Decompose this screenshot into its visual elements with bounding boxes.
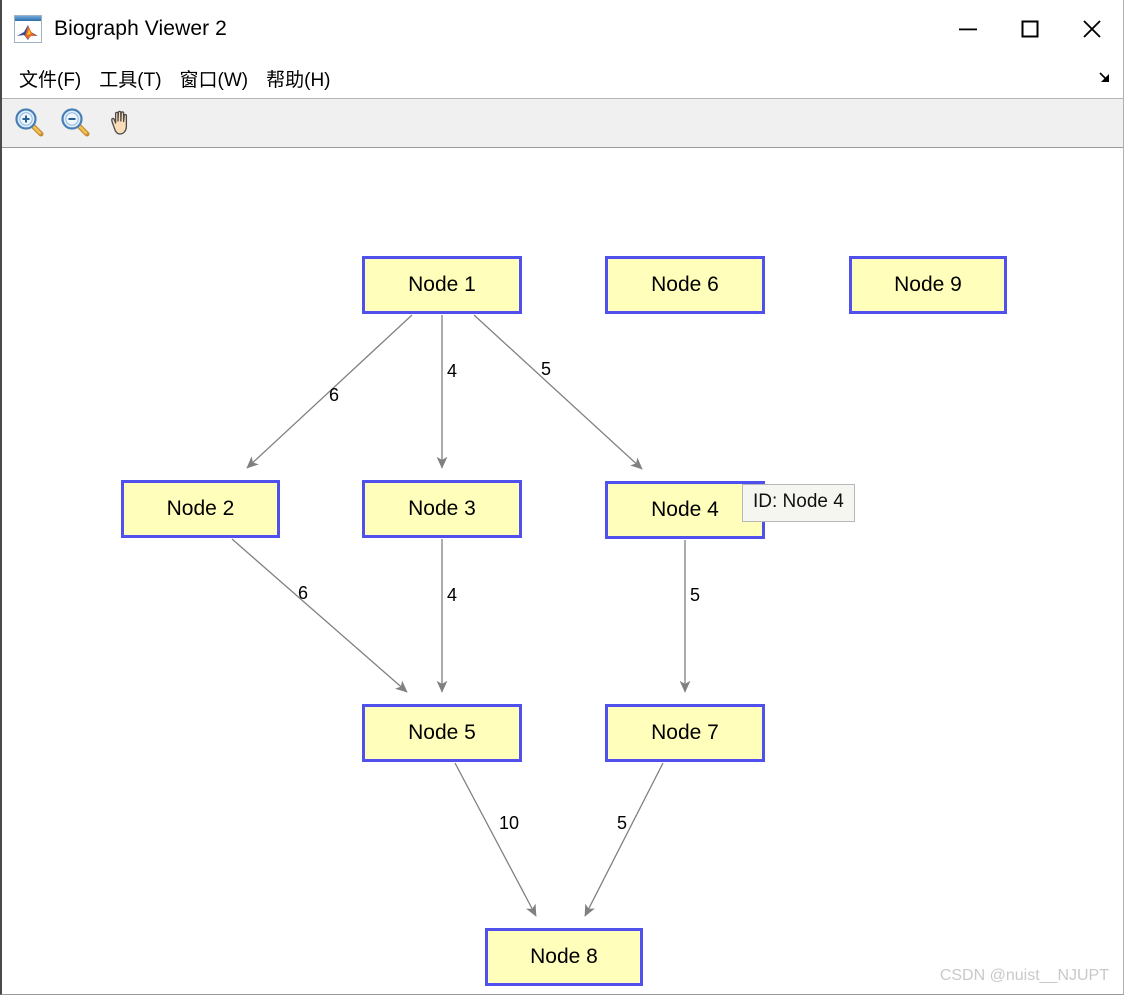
edge-label-node1-node3: 4 — [447, 361, 458, 381]
menu-file[interactable]: 文件(F) — [19, 69, 82, 91]
watermark: CSDN @nuist__NJUPT — [939, 967, 1109, 984]
maximize-button[interactable] — [999, 0, 1061, 58]
zoom-in-icon — [15, 108, 44, 137]
graph-edges — [231, 314, 691, 917]
graph-node-2[interactable]: Node 2 — [121, 480, 280, 538]
zoom-in-button[interactable] — [10, 103, 50, 143]
matlab-icon — [14, 15, 42, 43]
graph-node-4[interactable]: Node 4 — [605, 481, 765, 539]
edge-node7-node8 — [584, 762, 664, 917]
edge-label-node7-node8: 5 — [617, 813, 628, 833]
maximize-icon — [1021, 20, 1039, 38]
graph-node-6[interactable]: Node 6 — [605, 256, 765, 314]
zoom-out-button[interactable] — [56, 103, 96, 143]
node-label: Node 9 — [894, 273, 962, 296]
menu-help[interactable]: 帮助(H) — [266, 69, 331, 91]
edge-label-node1-node4: 5 — [541, 359, 552, 379]
window-controls — [937, 0, 1123, 58]
edge-node1-node4 — [473, 314, 643, 470]
menu-tools[interactable]: 工具(T) — [99, 69, 162, 91]
node-label: Node 3 — [408, 497, 476, 520]
hand-pan-icon — [111, 110, 128, 135]
graph-node-9[interactable]: Node 9 — [849, 256, 1007, 314]
minimize-icon — [959, 28, 977, 31]
minimize-button[interactable] — [937, 0, 999, 58]
window-title: Biograph Viewer 2 — [54, 17, 227, 40]
edge-label-node2-node5: 6 — [298, 583, 309, 603]
node-label: Node 6 — [651, 273, 719, 296]
graph-node-3[interactable]: Node 3 — [362, 480, 522, 538]
edge-label-node3-node5: 4 — [447, 585, 458, 605]
zoom-out-icon — [61, 108, 90, 137]
node-label: Node 8 — [530, 945, 598, 968]
graph-node-5[interactable]: Node 5 — [362, 704, 522, 762]
node-label: Node 7 — [651, 721, 719, 744]
close-button[interactable] — [1061, 0, 1123, 58]
graph-canvas[interactable]: Node 1 Node 6 Node 9 Node 2 Node 3 Node … — [2, 148, 1123, 993]
graph-node-8[interactable]: Node 8 — [485, 928, 643, 986]
pan-button[interactable] — [102, 103, 142, 143]
menu-window[interactable]: 窗口(W) — [179, 69, 249, 91]
edge-node2-node5 — [231, 538, 408, 693]
edge-label-node1-node2: 6 — [329, 385, 340, 405]
graph-node-1[interactable]: Node 1 — [362, 256, 522, 314]
menu-bar: 文件(F) 工具(T) 窗口(W) 帮助(H) — [2, 58, 1123, 99]
node-label: Node 5 — [408, 721, 476, 744]
edge-label-node5-node8: 10 — [499, 813, 520, 833]
node-label: Node 2 — [166, 497, 235, 520]
graph-node-7[interactable]: Node 7 — [605, 704, 765, 762]
title-bar: Biograph Viewer 2 — [2, 0, 1123, 58]
node-label: Node 4 — [651, 498, 719, 521]
edge-node5-node8 — [454, 762, 537, 917]
edge-label-node4-node7: 5 — [690, 585, 701, 605]
node-tooltip: ID: Node 4 — [742, 484, 855, 522]
expand-arrow-icon[interactable] — [1097, 70, 1113, 91]
toolbar — [2, 99, 1123, 148]
close-icon — [1083, 20, 1101, 38]
edge-node1-node2 — [246, 314, 413, 469]
node-label: Node 1 — [408, 273, 476, 296]
